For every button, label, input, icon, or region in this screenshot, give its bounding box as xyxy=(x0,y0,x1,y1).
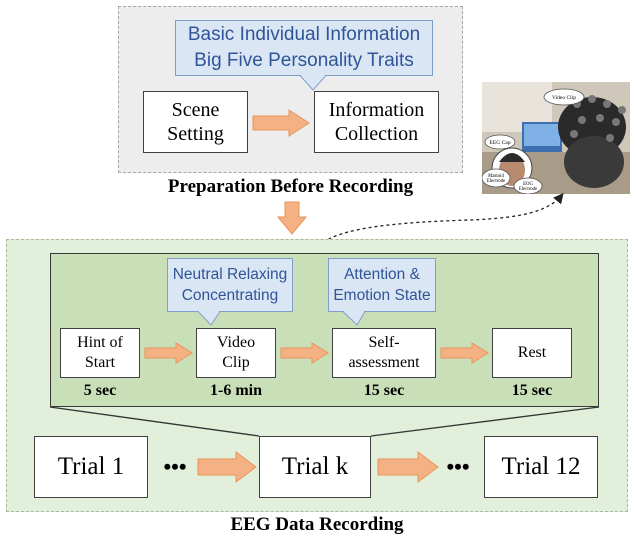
photo-label-mastoid-2: Electrode xyxy=(487,179,505,184)
down-arrow xyxy=(277,201,307,235)
video-clip-callout: Neutral Relaxing Concentrating xyxy=(167,258,293,312)
video-line-1: Video xyxy=(216,334,256,351)
scene-setting-box: Scene Setting xyxy=(143,91,248,153)
self-line-2: assessment xyxy=(348,354,420,371)
trial-1-box: Trial 1 xyxy=(34,436,148,498)
information-collection-line-2: Collection xyxy=(334,123,419,145)
self-assessment-box: Self- assessment xyxy=(332,328,436,378)
self-callout-line-2: Emotion State xyxy=(333,287,431,304)
video-clip-box: Video Clip xyxy=(196,328,276,378)
ellipsis-left: ••• xyxy=(163,454,187,479)
trial-12-box: Trial 12 xyxy=(484,436,598,498)
step-arrow-3 xyxy=(440,342,489,364)
photo-illustration: Video Clip EEG Cap Mastoid Electrode EOG… xyxy=(482,82,630,194)
photo-label-mastoid-1: Mastoid xyxy=(488,174,504,179)
duration-video: 1-6 min xyxy=(210,382,262,399)
preparation-title: Preparation Before Recording xyxy=(167,176,414,197)
photo-label-eeg-cap: EEG Cap xyxy=(490,140,511,146)
trial-12-label: Trial 12 xyxy=(501,453,581,480)
recording-title: EEG Data Recording xyxy=(230,514,404,535)
step-arrow-2 xyxy=(280,342,329,364)
hint-line-2: Start xyxy=(84,354,116,371)
video-callout-line-2: Concentrating xyxy=(181,287,279,304)
rest-line-1: Rest xyxy=(517,344,547,361)
scene-setting-line-2: Setting xyxy=(167,123,224,145)
self-assessment-callout: Attention & Emotion State xyxy=(328,258,436,312)
trial-k-box: Trial k xyxy=(259,436,371,498)
trial-1-label: Trial 1 xyxy=(57,453,125,480)
scene-setting-line-1: Scene xyxy=(171,99,220,121)
hint-of-start-box: Hint of Start xyxy=(60,328,140,378)
duration-self-assessment: 15 sec xyxy=(363,382,405,399)
trial-k-label: Trial k xyxy=(281,453,349,480)
callout-line-big-five: Big Five Personality Traits xyxy=(194,50,414,71)
video-callout-line-1: Neutral Relaxing xyxy=(172,266,288,283)
hint-line-1: Hint of xyxy=(77,334,123,351)
trial-arrow-1 xyxy=(197,451,257,483)
ellipsis-right: ••• xyxy=(446,454,470,479)
information-collection-line-1: Information xyxy=(328,99,425,121)
photo-label-video: Video Clip xyxy=(552,95,576,101)
scene-to-info-arrow xyxy=(252,109,310,137)
duration-rest: 15 sec xyxy=(511,382,553,399)
video-line-2: Clip xyxy=(222,354,250,371)
callout-line-basic-info: Basic Individual Information xyxy=(187,24,421,45)
rest-box: Rest xyxy=(492,328,572,378)
step-arrow-1 xyxy=(144,342,193,364)
photo-label-eog-2: Electrode xyxy=(519,187,537,192)
participant-setup-photo: Video Clip EEG Cap Mastoid Electrode EOG… xyxy=(482,82,630,194)
information-collection-box: Information Collection xyxy=(314,91,439,153)
self-line-1: Self- xyxy=(368,334,400,351)
photo-label-eog-1: EOG xyxy=(523,182,533,187)
personal-info-callout: Basic Individual Information Big Five Pe… xyxy=(175,20,433,76)
trial-arrow-2 xyxy=(377,451,439,483)
self-callout-line-1: Attention & xyxy=(344,266,420,283)
duration-hint: 5 sec xyxy=(83,382,117,399)
